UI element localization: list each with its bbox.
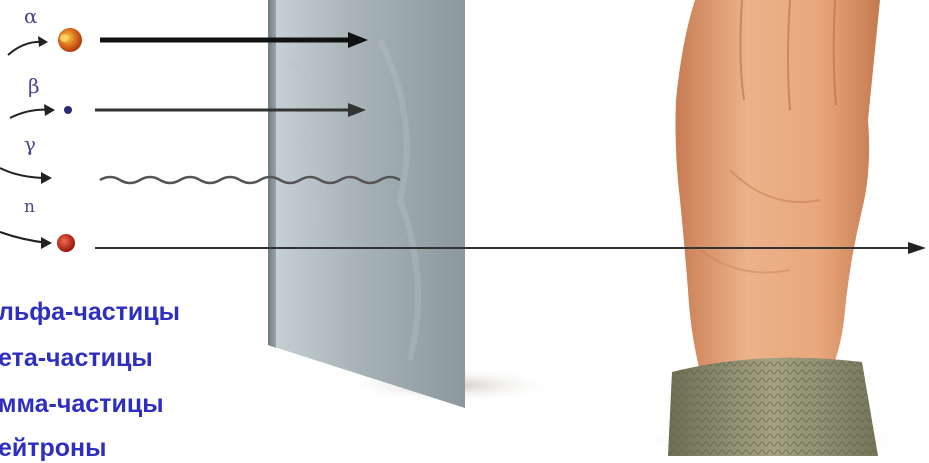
legend-beta: ета-частицы [0,344,153,373]
legend-alpha: льфа-частицы [0,298,180,327]
legend-gamma: мма-частицы [0,390,164,419]
alpha-symbol: α [24,4,38,28]
legend-neutron: ейтроны [0,434,107,463]
beta-symbol: β [28,74,40,98]
gamma-symbol: γ [24,132,36,156]
source-arrowheads [38,36,55,249]
neutron-particle [57,234,75,252]
shielding-plate [268,0,465,408]
sweater-sleeve [668,358,878,456]
neutron-symbol: n [24,197,35,217]
beta-particle [64,106,72,114]
